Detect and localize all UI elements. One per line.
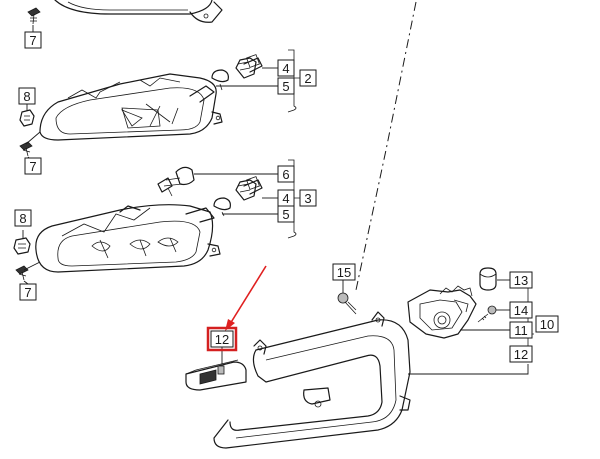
bracket-2 [287, 49, 300, 113]
callout-10: 10 [535, 315, 559, 333]
callout-12-right: 12 [509, 345, 533, 363]
small-bulb-upper [211, 69, 229, 91]
callout-7-top: 7 [24, 31, 42, 49]
bulb-socket-upper [235, 54, 263, 79]
bracket-3 [287, 159, 300, 239]
callout-11: 11 [509, 321, 533, 339]
top-fog-lamp-assembly [54, 0, 223, 23]
screw-upper [19, 141, 33, 157]
callout-label: 7 [29, 33, 36, 48]
screw-lower [15, 265, 29, 281]
callout-13: 13 [509, 271, 533, 289]
bracket-clip-upper [19, 109, 35, 127]
callout-label: 15 [337, 265, 351, 280]
fog-lamp-housing-lower [35, 204, 221, 273]
callout-label: 3 [304, 191, 311, 206]
callout-5-lower: 5 [277, 205, 295, 223]
callout-7-lower: 7 [19, 283, 37, 301]
bulb-socket-lower [235, 176, 263, 201]
callout-15: 15 [332, 263, 356, 281]
reference-line [355, 1, 417, 291]
callout-4-lower: 4 [277, 189, 295, 207]
mounting-bracket-11 [407, 285, 477, 339]
callout-7-upper: 7 [24, 157, 42, 175]
callout-14: 14 [509, 301, 533, 319]
callout-label: 6 [282, 167, 289, 182]
callout-label: 8 [23, 89, 30, 104]
callout-label: 4 [282, 61, 289, 76]
callout-label: 12 [215, 332, 229, 347]
highlight-arrow [225, 265, 267, 331]
bracket-clip-lower [13, 237, 31, 255]
callout-label: 10 [540, 317, 554, 332]
leader-7-lower [23, 261, 41, 285]
callout-label: 2 [304, 71, 311, 86]
callout-12-highlighted: 12 [206, 326, 238, 352]
callout-label: 13 [514, 273, 528, 288]
callout-label: 7 [29, 159, 36, 174]
callout-3: 3 [299, 189, 317, 207]
callout-label: 5 [282, 79, 289, 94]
screw-14 [477, 305, 497, 323]
trim-frame [213, 311, 411, 449]
callout-label: 12 [514, 347, 528, 362]
insert-part-12 [185, 359, 247, 391]
callout-label: 8 [19, 211, 26, 226]
h-bulb-lower [157, 166, 195, 197]
callout-5-upper: 5 [277, 77, 295, 95]
callout-4-upper: 4 [277, 59, 295, 77]
small-bulb-lower [213, 197, 231, 217]
callout-label: 5 [282, 207, 289, 222]
callout-8-upper: 8 [18, 87, 36, 105]
callout-label: 7 [24, 285, 31, 300]
callout-label: 14 [514, 303, 528, 318]
fog-lamp-housing-upper [39, 73, 223, 141]
leader-12-right [408, 364, 529, 375]
callout-6: 6 [277, 165, 295, 183]
callout-8-lower: 8 [14, 209, 32, 227]
screw-top [27, 7, 41, 25]
callout-label: 11 [514, 323, 528, 338]
nut-13 [479, 267, 497, 291]
callout-2: 2 [299, 69, 317, 87]
callout-label: 4 [282, 191, 289, 206]
screw-15 [337, 292, 357, 315]
